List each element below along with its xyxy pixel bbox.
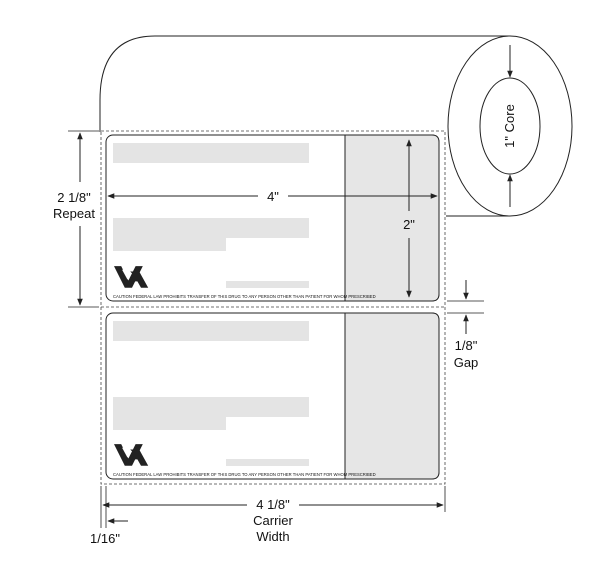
label-stub xyxy=(344,134,440,302)
edge-margin-value: 1/16" xyxy=(90,531,120,546)
label-height-dimension: 2" xyxy=(403,139,415,298)
label-2: CAUTION FEDERAL LAW PROHIBITS TRANSFER O… xyxy=(105,312,440,480)
carrier-width-value-bg xyxy=(247,496,299,512)
carrier-width-dimension: 4 1/8" Carrier Width xyxy=(100,486,446,544)
carrier-width-label-2: Width xyxy=(256,529,289,544)
edge-margin-dimension: 1/16" xyxy=(90,518,128,546)
repeat-dimension: 2 1/8" Repeat xyxy=(53,130,99,308)
carrier-width-label-1: Carrier xyxy=(253,513,293,528)
gap-value: 1/8" xyxy=(455,338,478,353)
roll-top-outline xyxy=(99,35,510,132)
placeholder-bar xyxy=(113,397,309,417)
gap-label: Gap xyxy=(454,355,479,370)
carrier-width-value: 4 1/8" xyxy=(256,497,290,512)
label-1: CAUTION FEDERAL LAW PROHIBITS TRANSFER O… xyxy=(105,134,440,302)
placeholder-bar xyxy=(226,459,309,466)
placeholder-bar xyxy=(113,321,309,341)
caution-text: CAUTION FEDERAL LAW PROHIBITS TRANSFER O… xyxy=(113,294,376,299)
roll: 1" Core xyxy=(99,35,573,217)
placeholder-bar xyxy=(113,218,309,238)
repeat-label: Repeat xyxy=(53,206,95,221)
carrier-liner xyxy=(100,130,446,485)
placeholder-bar xyxy=(226,281,309,288)
caution-text: CAUTION FEDERAL LAW PROHIBITS TRANSFER O… xyxy=(113,472,376,477)
gap-dimension: 1/8" Gap xyxy=(447,280,484,370)
repeat-value: 2 1/8" xyxy=(57,190,91,205)
placeholder-bar xyxy=(113,236,226,251)
roll-core xyxy=(479,77,541,175)
label-stub xyxy=(344,312,440,480)
core-label: 1" Core xyxy=(502,104,517,148)
label-width-dimension: 4" xyxy=(107,189,438,204)
placeholder-bar xyxy=(113,143,309,163)
placeholder-bar xyxy=(113,415,226,430)
label-height-value: 2" xyxy=(403,217,415,232)
label-width-value: 4" xyxy=(267,189,279,204)
